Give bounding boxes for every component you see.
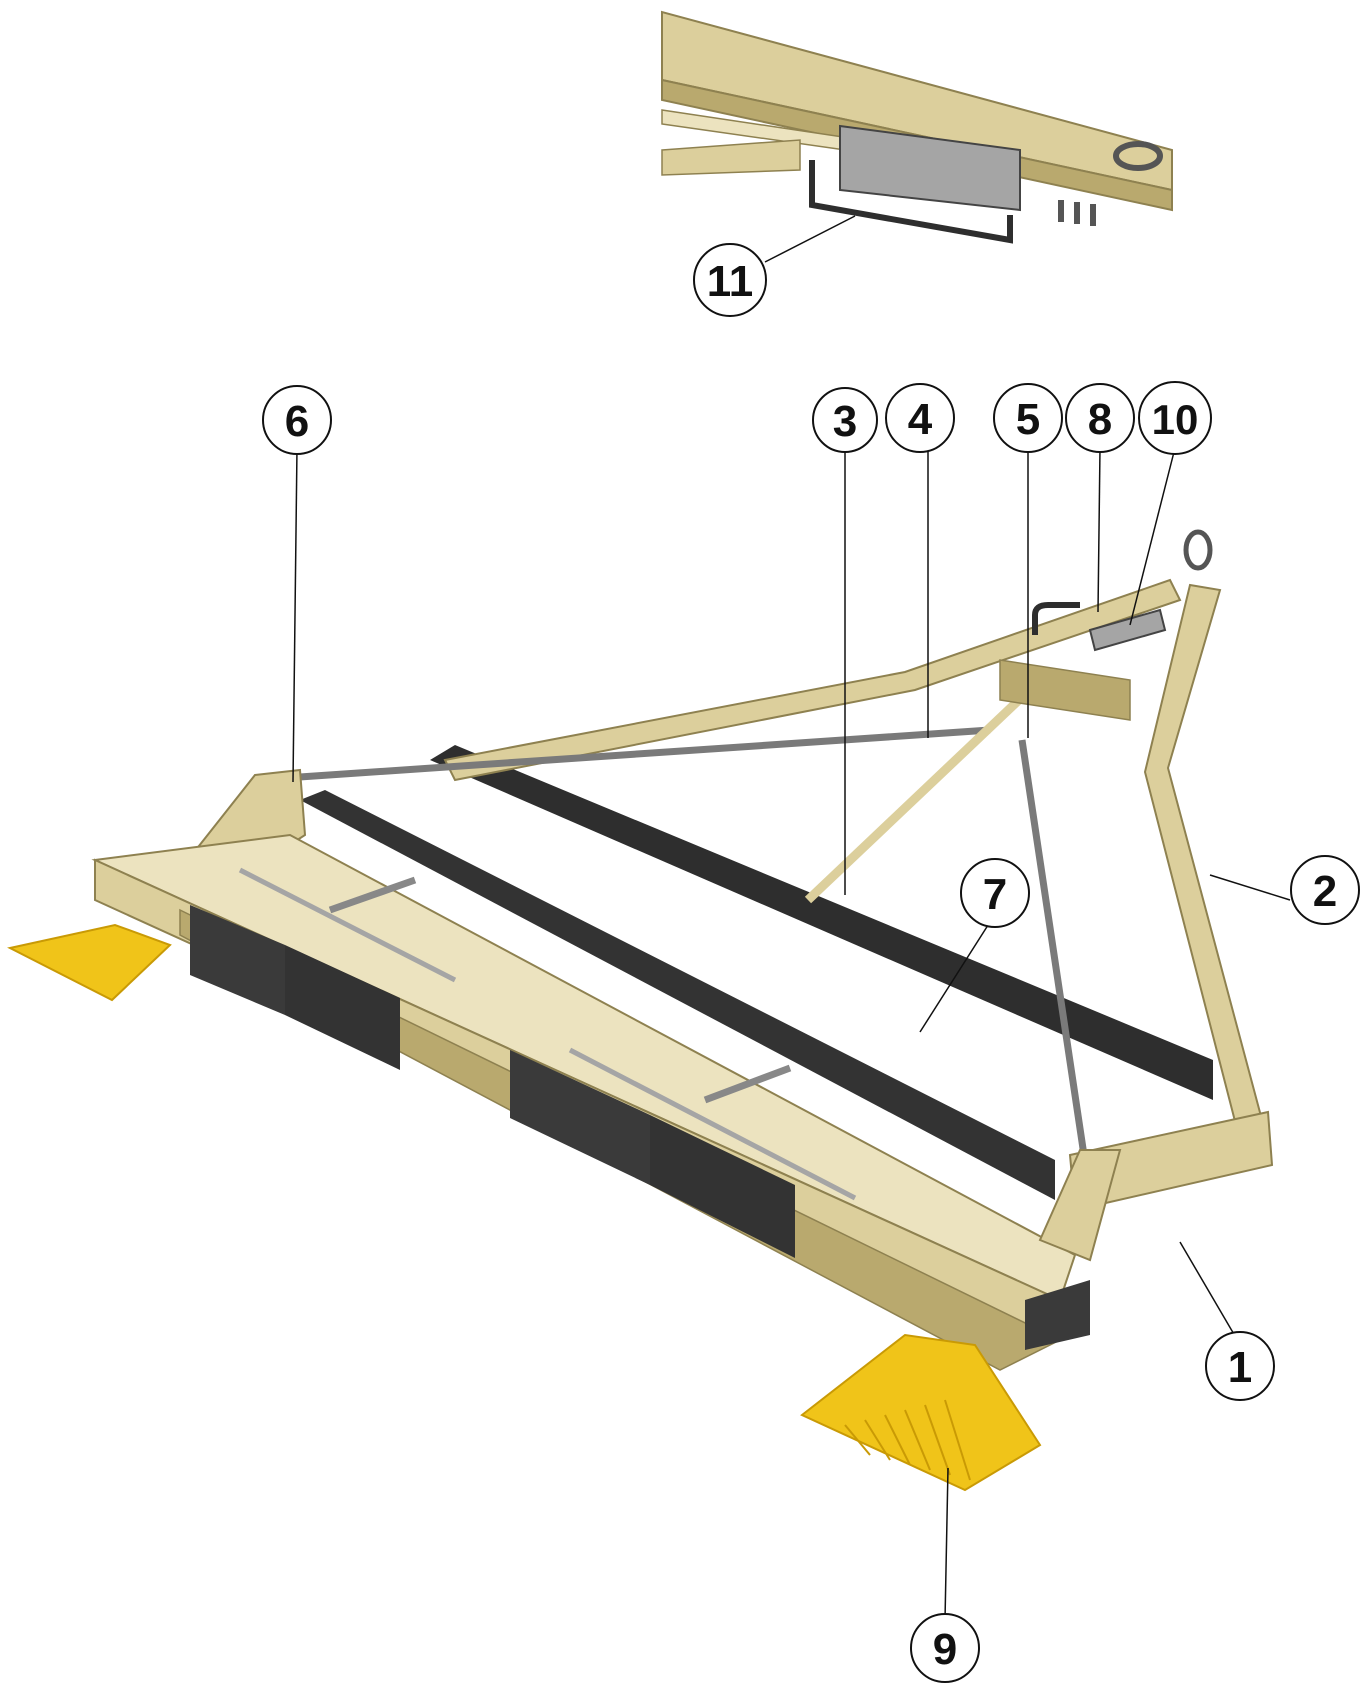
tray-rail-lower (568, 1047, 857, 1201)
callout-10: 10 (1138, 381, 1212, 455)
leader-7 (919, 921, 991, 1033)
tongue-left-arm (443, 578, 1182, 782)
rear-dark-beam (430, 745, 1213, 1100)
hitch-ring (1183, 529, 1213, 571)
leader-10 (1129, 447, 1176, 626)
callout-4: 4 (885, 383, 955, 453)
tray-tab-2 (703, 1064, 792, 1104)
inset-lower-rail-2 (661, 139, 801, 176)
upper-crossbar (999, 659, 1131, 721)
inset-handle-bracket (809, 160, 1013, 244)
detail-inset (661, 10, 1173, 244)
leader-11 (764, 215, 856, 263)
leader-6 (292, 447, 298, 783)
callout-9: 9 (910, 1613, 980, 1683)
right-end-plate (1038, 1149, 1122, 1262)
handle-8 (1032, 602, 1080, 635)
hydraulic-cylinder (1088, 608, 1167, 652)
lower-dark-block (1025, 1280, 1090, 1350)
svg-text:9: 9 (933, 1625, 957, 1674)
inset-bolts (1058, 200, 1096, 226)
callout-2: 2 (1290, 855, 1360, 925)
tray-rail-upper (238, 867, 457, 983)
callouts: 11 6 3 4 5 8 10 7 (262, 243, 1360, 1683)
leader-8 (1097, 447, 1101, 613)
main-box-beam-top (91, 833, 1077, 1302)
svg-text:7: 7 (983, 870, 1007, 919)
svg-text:11: 11 (707, 257, 754, 306)
weight-box-2 (285, 945, 400, 1070)
svg-text:10: 10 (1152, 396, 1199, 443)
callout-1: 1 (1205, 1331, 1275, 1401)
svg-text:2: 2 (1313, 867, 1337, 916)
callout-3: 3 (812, 387, 878, 453)
inset-hitch-ring (1113, 141, 1163, 171)
callout-6: 6 (262, 385, 332, 455)
weight-box-4 (650, 1115, 795, 1258)
leader-lines (292, 215, 1291, 1621)
leader-2 (1209, 874, 1291, 901)
svg-text:6: 6 (285, 397, 309, 446)
svg-text:4: 4 (908, 395, 933, 444)
svg-text:3: 3 (833, 397, 857, 446)
weight-box-1 (190, 905, 285, 1015)
callout-11: 11 (693, 243, 767, 317)
callout-5: 5 (993, 383, 1063, 453)
strut-3 (804, 676, 1044, 904)
leader-1 (1179, 1241, 1236, 1337)
callout-8: 8 (1065, 383, 1135, 453)
right-skid (800, 1333, 1042, 1492)
tray-tab-1 (328, 876, 417, 914)
leader-9 (944, 1467, 949, 1621)
right-skid-ribs (844, 1399, 971, 1481)
svg-text:5: 5 (1016, 395, 1040, 444)
inset-control-box (839, 124, 1021, 212)
strut-4 (284, 726, 991, 782)
weight-box-3 (510, 1050, 650, 1185)
left-skid (7, 923, 172, 1002)
svg-text:1: 1 (1228, 1343, 1252, 1392)
callout-7: 7 (960, 858, 1030, 928)
strut-5 (1018, 739, 1089, 1163)
svg-text:8: 8 (1088, 395, 1112, 444)
front-dark-beam (300, 790, 1055, 1200)
main-assembly (7, 529, 1274, 1492)
